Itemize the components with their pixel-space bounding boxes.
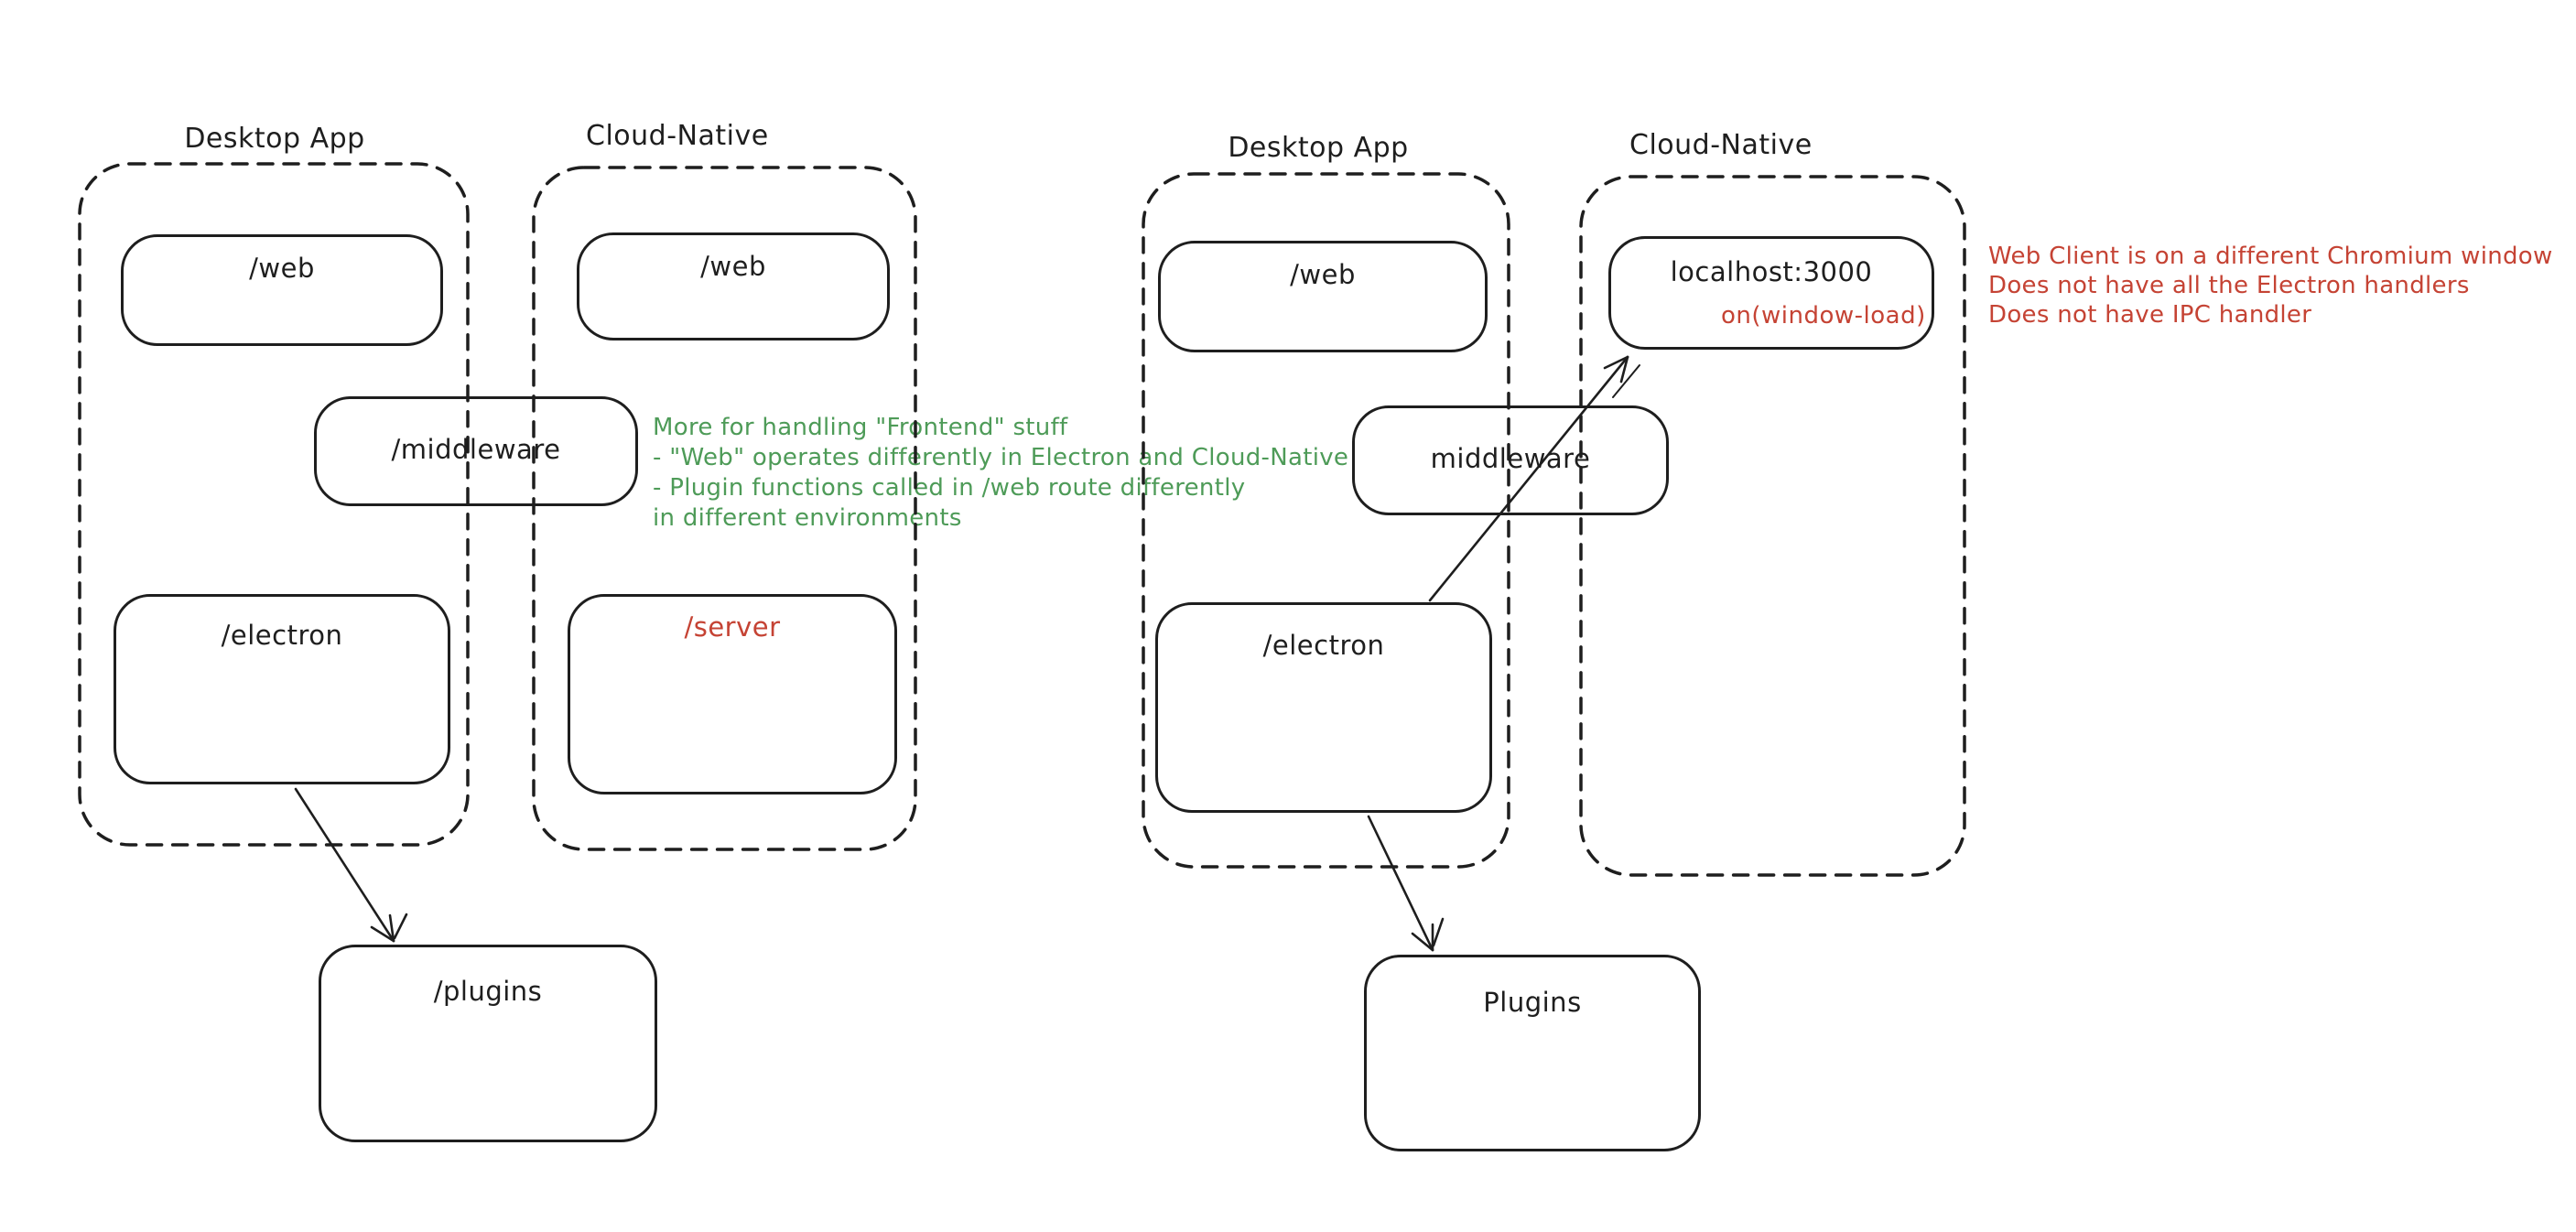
right-electron-label: /electron [1262, 630, 1385, 661]
arrow-electron-to-plugins-left [294, 787, 408, 943]
right-plugins-box [1364, 955, 1701, 1151]
left-web-desktop-box [121, 234, 443, 346]
left-middleware-label: /middleware [391, 434, 561, 465]
left-plugins-box [319, 945, 657, 1142]
note-line: - Plugin functions called in /web route … [653, 474, 1246, 502]
note-line: in different environments [653, 504, 962, 532]
arrow-electron-to-plugins-right [1367, 815, 1445, 952]
left-electron-label: /electron [221, 620, 343, 651]
right-cloud-group-label: Cloud-Native [1629, 129, 1813, 161]
left-desktop-group-label: Desktop App [184, 123, 365, 155]
right-localhost-box [1608, 236, 1934, 350]
left-annotation-note: More for handling "Frontend" stuff - "We… [653, 413, 1348, 534]
left-server-label: /server [684, 611, 781, 643]
right-middleware-label: middleware [1430, 443, 1591, 474]
left-web-cloud-label: /web [700, 251, 766, 282]
note-line: Does not have all the Electron handlers [1988, 272, 2470, 299]
right-annotation-note: Web Client is on a different Chromium wi… [1988, 242, 2553, 330]
right-localhost-label: localhost:3000 [1670, 256, 1873, 287]
right-plugins-label: Plugins [1483, 987, 1582, 1018]
left-plugins-label: /plugins [433, 976, 543, 1007]
right-desktop-group-label: Desktop App [1228, 132, 1409, 164]
right-web-label: /web [1290, 259, 1356, 290]
right-web-box [1158, 241, 1488, 352]
note-line: Does not have IPC handler [1988, 301, 2312, 329]
left-web-desktop-label: /web [249, 253, 315, 284]
left-web-cloud-box [577, 232, 890, 340]
note-line: - "Web" operates differently in Electron… [653, 444, 1349, 471]
right-localhost-event-label: on(window-load) [1721, 302, 1926, 330]
note-line: Web Client is on a different Chromium wi… [1988, 243, 2553, 270]
note-line: More for handling "Frontend" stuff [653, 414, 1068, 441]
left-cloud-group-label: Cloud-Native [586, 120, 769, 152]
